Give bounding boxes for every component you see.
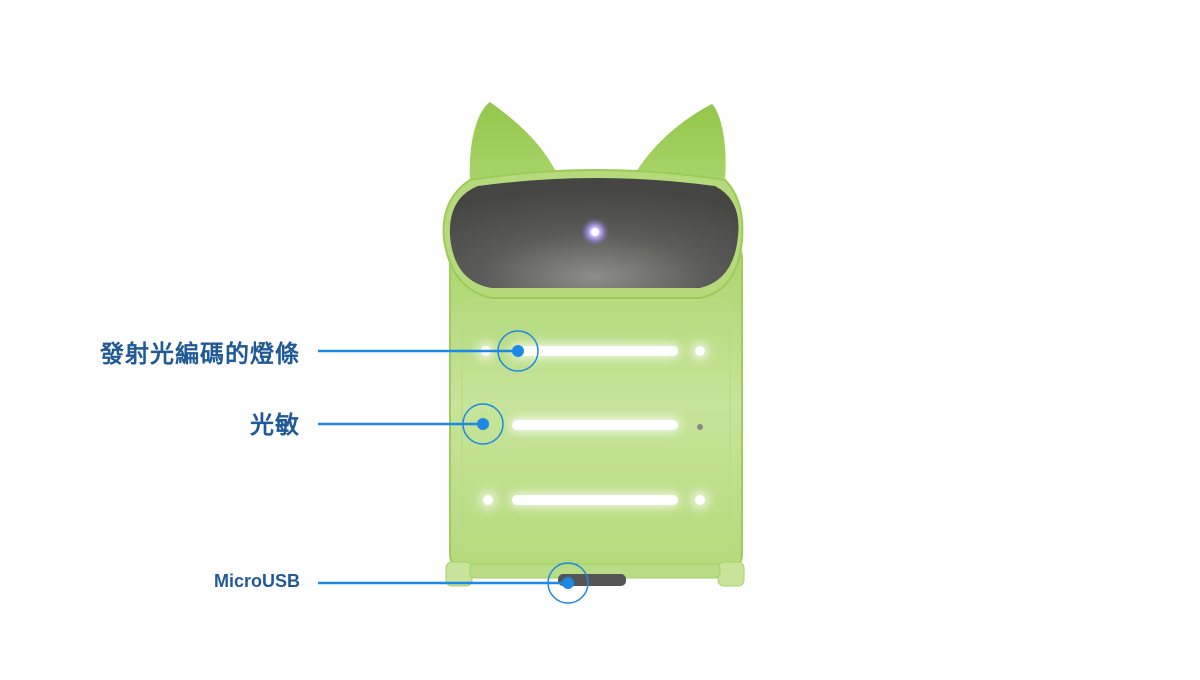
light-sensor-right [697,424,703,430]
callout-led-strip [318,330,539,372]
led-strip-label: 發射光編碼的燈條 [100,340,300,368]
led-strip-1 [477,342,709,360]
callout-usb-port [318,562,589,604]
left-ear [469,102,556,180]
led-strip-3 [479,491,709,509]
right-foot [717,561,745,587]
callout-light-sensor [318,403,504,445]
usb-port [558,574,626,586]
usb-port-label: MicroUSB [213,571,300,591]
led-strip-2 [483,418,703,432]
led-eye-core [591,228,599,236]
right-ear [636,104,726,180]
light-sensor-label: 光敏 [250,411,300,439]
